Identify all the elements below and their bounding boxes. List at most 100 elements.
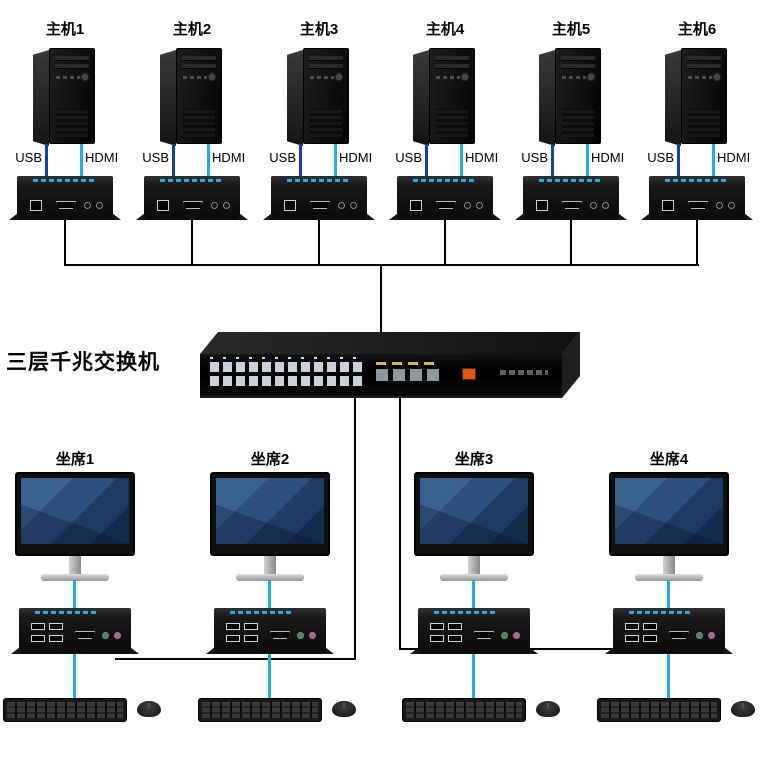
audio-jack (211, 202, 218, 209)
network-cable (444, 220, 446, 266)
port-led-row (210, 357, 366, 359)
hdmi-label: HDMI (85, 150, 119, 165)
mouse-icon (137, 701, 161, 717)
hdmi-cable (586, 144, 589, 178)
usb-a-port (31, 635, 45, 642)
host-column: 主机1 USB HDMI (0, 16, 130, 268)
kvm-receiver-box (19, 608, 131, 654)
tower-front-face (429, 48, 475, 144)
hdmi-label: HDMI (212, 150, 246, 165)
monitor-stand-neck (264, 556, 276, 576)
mic-jack (513, 632, 520, 639)
computer-tower-icon (665, 48, 727, 146)
seat-column: 坐席4 (579, 448, 759, 733)
device-print-marking (287, 179, 349, 182)
kvm-receiver-box (418, 608, 530, 654)
usb-label: USB (269, 150, 296, 165)
hdmi-out-port (270, 631, 290, 639)
device-print-marking (629, 611, 691, 614)
tower-front-face (681, 48, 727, 144)
device-print-marking (539, 179, 601, 182)
kvm-receiver-box (214, 608, 326, 654)
host-column: 主机3 USB HDMI (254, 16, 384, 268)
usb-a-port (643, 623, 657, 630)
tower-side-face (33, 50, 49, 146)
switch-top-face (200, 332, 580, 354)
kvm-transmitter-box (144, 176, 240, 220)
drive-bay (561, 56, 595, 61)
hdmi-out-port (75, 631, 95, 639)
usb-a-port (49, 635, 63, 642)
audio-jack (501, 632, 508, 639)
keyboard-cable (268, 654, 271, 698)
front-ports (688, 76, 712, 79)
network-cable (570, 220, 572, 266)
seat-label: 坐席1 (55, 451, 95, 468)
network-wire (354, 396, 356, 660)
hdmi-out-port (474, 631, 494, 639)
keyboard-keys (601, 702, 717, 718)
usb-a-port (226, 623, 240, 630)
usb-cable (299, 144, 302, 178)
host-column: 主机6 USB HDMI (632, 16, 762, 268)
mic-jack (708, 632, 715, 639)
audio-jack (84, 202, 91, 209)
tower-front-face (303, 48, 349, 144)
monitor-stand-base (635, 574, 703, 581)
drive-bay (182, 56, 216, 61)
host-column: 主机5 USB HDMI (506, 16, 636, 268)
usb-a-port (244, 623, 258, 630)
keyboard-cable (73, 654, 76, 698)
hdmi-out-port (669, 631, 689, 639)
computer-tower-icon (413, 48, 475, 146)
tower-side-face (665, 50, 681, 146)
device-print-marking (35, 611, 97, 614)
usb-cable (45, 144, 48, 178)
host-column: 主机2 USB HDMI (127, 16, 257, 268)
keyboard-icon (3, 698, 127, 722)
usb-a-port (430, 635, 444, 642)
monitor-screen (216, 478, 324, 544)
usb-a-port (448, 635, 462, 642)
mic-jack (309, 632, 316, 639)
usb-b-port (536, 200, 548, 211)
front-ports (562, 76, 586, 79)
keyboard-keys (7, 702, 123, 718)
usb-b-port (410, 200, 422, 211)
monitor-screen (615, 478, 723, 544)
device-print-marking (434, 611, 496, 614)
network-wire (380, 266, 382, 334)
tower-side-face (287, 50, 303, 146)
device-print-marking (160, 179, 222, 182)
hdmi-label: HDMI (339, 150, 373, 165)
switch-label: 三层千兆交换机 (6, 351, 160, 374)
tower-front-face (49, 48, 95, 144)
mic-jack (114, 632, 121, 639)
kvm-transmitter-box (271, 176, 367, 220)
usb-a-port (643, 635, 657, 642)
network-cable (318, 220, 320, 266)
usb-a-port (430, 623, 444, 630)
monitor-stand-neck (69, 556, 81, 576)
hdmi-label: HDMI (591, 150, 625, 165)
monitor-stand-base (41, 574, 109, 581)
hdmi-label: HDMI (717, 150, 751, 165)
usb-a-port (49, 623, 63, 630)
host-label: 主机3 (299, 21, 339, 38)
host-label: 主机1 (45, 21, 85, 38)
kvm-transmitter-box (397, 176, 493, 220)
drive-bay (435, 64, 469, 69)
monitor-stand-base (440, 574, 508, 581)
seat-column: 坐席2 (180, 448, 360, 733)
audio-jack (223, 202, 230, 209)
seat-label: 坐席3 (454, 451, 494, 468)
monitor-icon (210, 472, 330, 556)
usb-a-port (625, 623, 639, 630)
hdmi-label: HDMI (465, 150, 499, 165)
hdmi-cable (207, 144, 210, 178)
case-vents (183, 109, 215, 137)
audio-jack (728, 202, 735, 209)
mouse-icon (332, 701, 356, 717)
keyboard-icon (198, 698, 322, 722)
